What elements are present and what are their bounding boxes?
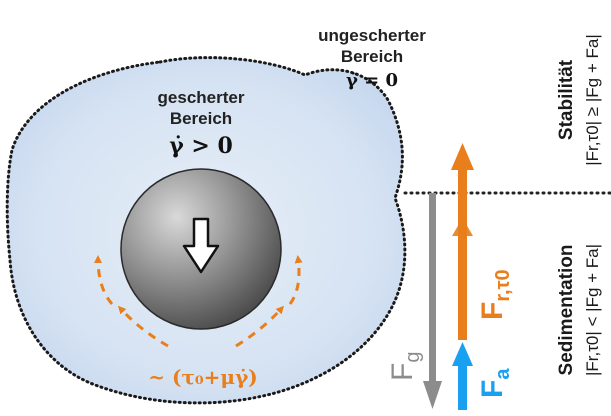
- resistance-force-label: Fr,τ0: [476, 269, 514, 320]
- resistance-force-arrow: [451, 143, 474, 340]
- sheared-label-line1: gescherter: [158, 88, 245, 107]
- gravity-force-arrow: [423, 193, 442, 409]
- buoyancy-force-label: Fa: [476, 368, 514, 398]
- svg-text:Sedimentation: Sedimentation: [556, 245, 577, 376]
- svg-text:Stabilität: Stabilität: [556, 59, 577, 140]
- svg-text:|Fr,τ0| ≥ |Fg + Fa|: |Fr,τ0| ≥ |Fg + Fa|: [583, 34, 602, 166]
- unsheared-label-line2: Bereich: [341, 47, 403, 66]
- svg-text:Fg: Fg: [386, 352, 424, 381]
- svg-text:|Fr,τ0| < |Fg + Fa|: |Fr,τ0| < |Fg + Fa|: [583, 244, 602, 376]
- sheared-shear-rate: γ̇ > 0: [169, 133, 233, 159]
- unsheared-label-line1: ungescherter: [318, 26, 426, 45]
- stability-title: Stabilität: [556, 59, 577, 140]
- svg-text:Fa: Fa: [476, 368, 514, 398]
- down-arrow-icon: [182, 217, 220, 274]
- buoyancy-force-arrow: [452, 342, 473, 410]
- shear-stress-label: ~ (τ₀+μγ̇): [148, 365, 257, 389]
- sedimentation-condition: |Fr,τ0| < |Fg + Fa|: [583, 244, 602, 376]
- unsheared-shear-rate: γ̇ = 0: [346, 70, 398, 91]
- sheared-label-line2: Bereich: [170, 109, 232, 128]
- stability-condition: |Fr,τ0| ≥ |Fg + Fa|: [583, 34, 602, 166]
- sedimentation-title: Sedimentation: [556, 245, 577, 376]
- svg-text:Fr,τ0: Fr,τ0: [476, 269, 514, 320]
- shear-stress-arrows: [94, 255, 303, 348]
- gravity-force-label: Fg: [386, 352, 424, 381]
